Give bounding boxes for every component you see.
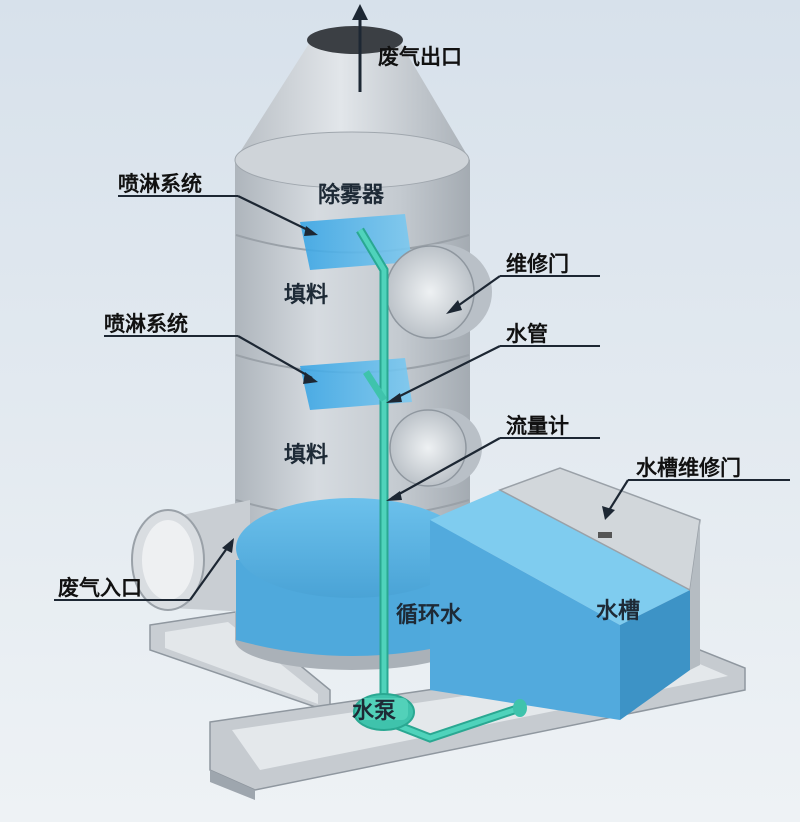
label-spray-system-top: 喷淋系统 — [118, 172, 202, 196]
spray-layer-top — [300, 214, 412, 270]
exhaust-outlet-opening — [307, 26, 403, 54]
water-pipe — [356, 227, 527, 743]
maintenance-door-upper — [385, 244, 492, 340]
label-tank-maintenance-door: 水槽维修门 — [636, 456, 741, 480]
label-demister: 除雾器 — [318, 182, 385, 208]
label-exhaust-outlet: 废气出口 — [378, 45, 462, 69]
water-tank — [430, 467, 701, 720]
label-water-pump: 水泵 — [352, 699, 396, 724]
label-spray-system-bottom: 喷淋系统 — [104, 312, 188, 336]
maintenance-door-lower — [389, 408, 482, 488]
label-packing-bottom: 填料 — [284, 443, 328, 468]
exhaust-outlet-arrow — [352, 4, 368, 92]
leader-lines — [54, 195, 790, 601]
label-exhaust-inlet: 废气入口 — [58, 576, 142, 600]
label-flow-meter: 流量计 — [506, 414, 569, 438]
label-water-pipe: 水管 — [506, 322, 548, 346]
water-pump — [353, 693, 415, 731]
circulating-water-sump — [236, 498, 470, 656]
label-maintenance-door: 维修门 — [506, 252, 569, 276]
tank-door-handle — [598, 532, 612, 538]
label-circulating-water: 循环水 — [396, 602, 463, 628]
label-packing-top: 填料 — [284, 283, 328, 308]
exhaust-inlet-duct — [131, 500, 250, 612]
label-water-tank: 水槽 — [596, 599, 640, 624]
